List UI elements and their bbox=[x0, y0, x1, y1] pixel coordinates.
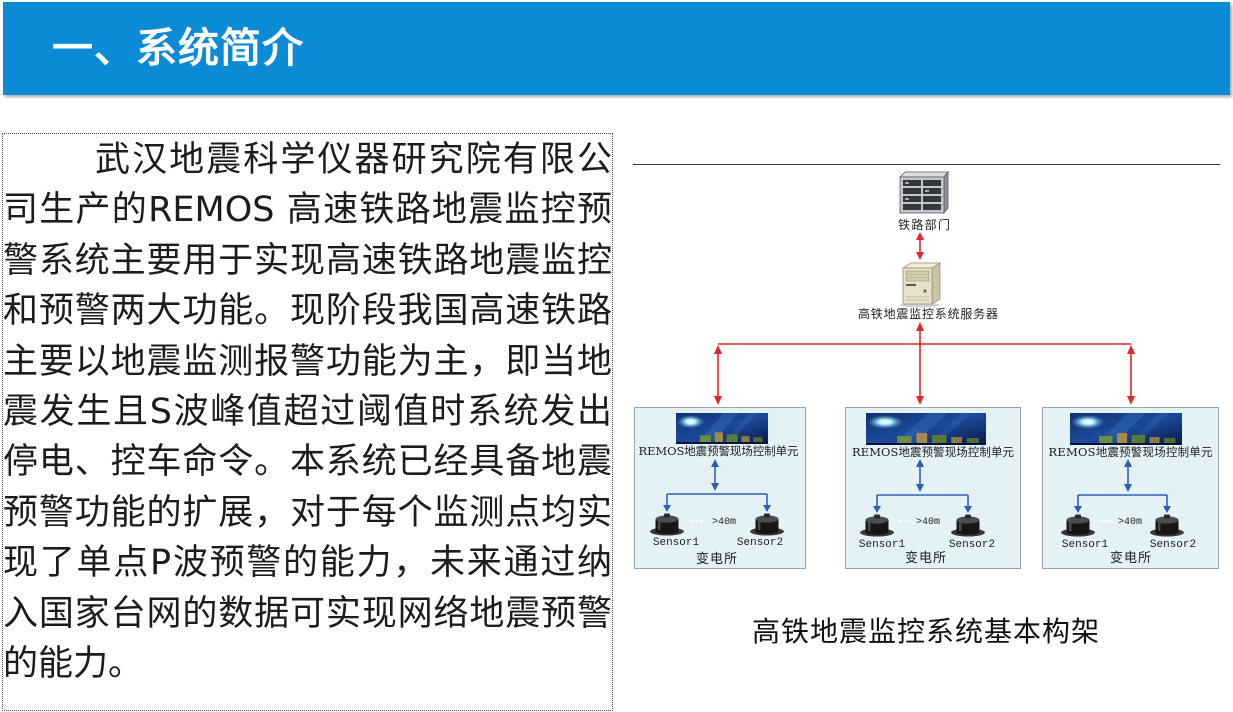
section-header-bar: 一、系统简介 bbox=[3, 2, 1230, 95]
substation-panel-3: REMOS地震预警现场控制单元 >40m Sensor1 Sensor2 变电所 bbox=[1042, 407, 1219, 569]
sensor-distance-label: >40m bbox=[1118, 517, 1142, 528]
architecture-diagram: 铁路部门 高铁地震监控系统服务器 bbox=[633, 164, 1220, 569]
intro-text-box: 武汉地震科学仪器研究院有限公 司生产的REMOS 高速铁路地震监控预 警系统主要… bbox=[2, 133, 613, 711]
server-label: 高铁地震监控系统服务器 bbox=[858, 306, 998, 321]
substation-panel-2: REMOS地震预警现场控制单元 >40m Sensor1 Sensor2 变电所 bbox=[845, 407, 1021, 569]
remos-unit-photo bbox=[676, 413, 768, 444]
sensor-distance-label: >40m bbox=[916, 517, 940, 528]
sensor-branch-lines bbox=[1074, 494, 1171, 513]
unit-sensor-link-arrow bbox=[711, 459, 719, 491]
intro-line: 主要以地震监测报警功能为主，即当地 bbox=[3, 341, 612, 382]
intro-line: 现了单点P波预警的能力，未来通过纳 bbox=[3, 543, 612, 584]
intro-line: 停电、控车命令。本系统已经具备地震 bbox=[3, 442, 612, 483]
server-rack-icon bbox=[899, 170, 949, 215]
link-arrow-unit-3 bbox=[1127, 345, 1135, 405]
intro-line: 震发生且S波峰值超过阈值时系统发出 bbox=[3, 391, 612, 432]
intro-line: 预警功能的扩展，对于每个监测点均实 bbox=[3, 492, 612, 533]
sensor-2-label: Sensor2 bbox=[1150, 539, 1196, 551]
link-arrow-unit-2 bbox=[916, 322, 924, 405]
railway-server-link-arrow bbox=[916, 232, 924, 260]
intro-line: 入国家台网的数据可实现网络地震预警 bbox=[3, 593, 612, 634]
server-unit-links bbox=[714, 322, 1135, 405]
railway-dept-label: 铁路部门 bbox=[898, 217, 950, 232]
sensor-branch-lines bbox=[873, 494, 972, 513]
sensor-distance-label: >40m bbox=[712, 517, 736, 528]
substation-label: 变电所 bbox=[905, 550, 947, 566]
sensor-branch-lines bbox=[663, 493, 771, 512]
unit-label: REMOS地震预警现场控制单元 bbox=[852, 445, 1015, 459]
sensor-1-label: Sensor1 bbox=[653, 537, 700, 549]
substation-panel-1: REMOS地震预警现场控制单元 >40m Sensor1 Sensor2 变电所 bbox=[634, 407, 806, 569]
intro-line: 的能力。 bbox=[3, 643, 144, 684]
substation-label: 变电所 bbox=[1110, 550, 1152, 566]
intro-line: 武汉地震科学仪器研究院有限公 bbox=[95, 140, 612, 180]
unit-label: REMOS地震预警现场控制单元 bbox=[1049, 445, 1214, 459]
unit-sensor-link-arrow bbox=[916, 459, 924, 492]
unit-label: REMOS地震预警现场控制单元 bbox=[639, 444, 800, 458]
intro-line: 警系统主要用于实现高速铁路地震监控 bbox=[3, 240, 612, 281]
section-title: 一、系统简介 bbox=[52, 24, 304, 72]
diagram-caption: 高铁地震监控系统基本构架 bbox=[751, 615, 1100, 648]
sensor-1-label: Sensor1 bbox=[859, 539, 906, 551]
sensor-2-label: Sensor2 bbox=[949, 539, 995, 551]
remos-unit-photo bbox=[866, 413, 986, 445]
link-arrow-unit-1 bbox=[714, 345, 722, 405]
remos-unit-photo bbox=[1070, 413, 1182, 445]
unit-sensor-link-arrow bbox=[1124, 459, 1132, 492]
intro-line: 司生产的REMOS 高速铁路地震监控预 bbox=[3, 190, 612, 231]
sensor-2-label: Sensor2 bbox=[737, 537, 783, 549]
server-tower-icon bbox=[900, 262, 942, 308]
substation-label: 变电所 bbox=[696, 551, 738, 567]
intro-line: 和预警两大功能。现阶段我国高速铁路 bbox=[3, 291, 612, 332]
sensor-1-label: Sensor1 bbox=[1062, 539, 1109, 551]
